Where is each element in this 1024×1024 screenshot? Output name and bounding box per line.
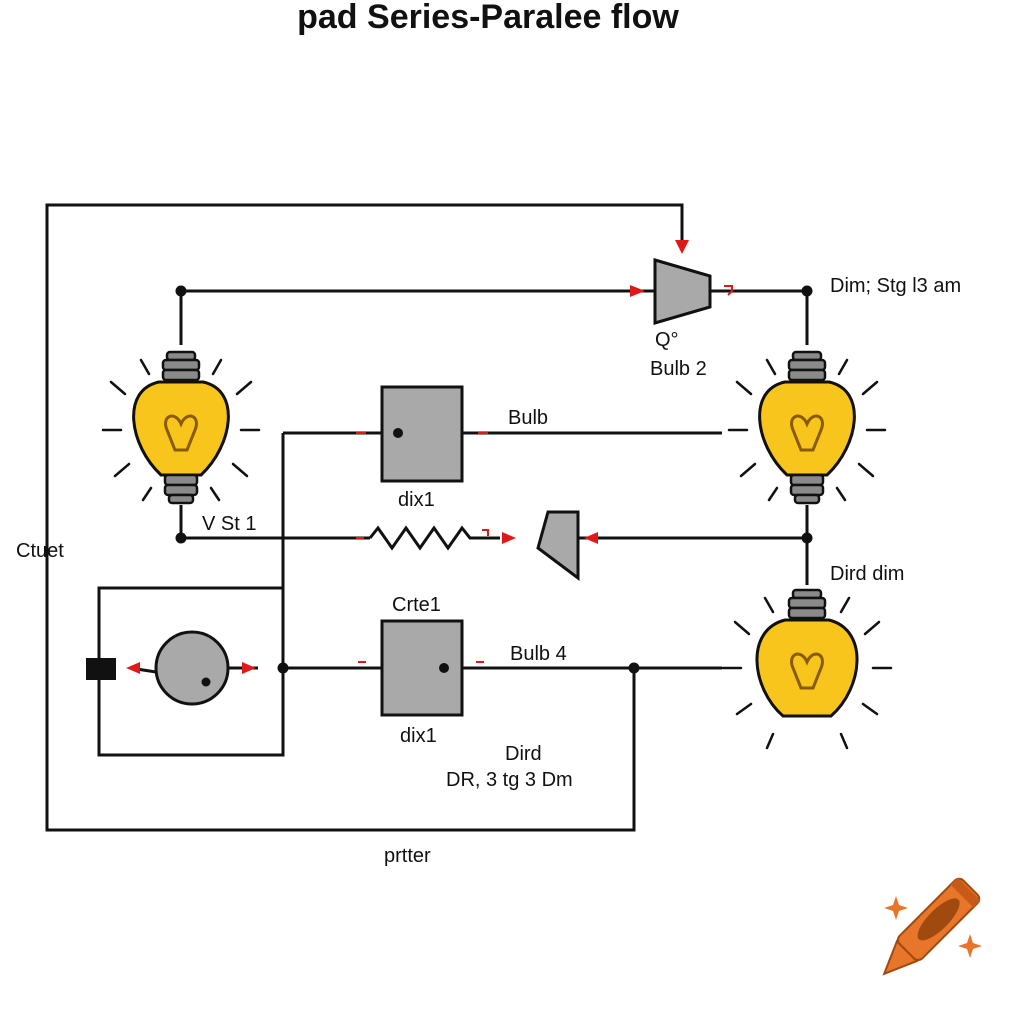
top-branch-wire bbox=[175, 285, 813, 345]
label-vst1: V St 1 bbox=[202, 513, 256, 535]
lower-branch-wire bbox=[283, 661, 722, 674]
label-ctuet: Ctuet bbox=[16, 540, 64, 562]
label-bulb4: Bulb 4 bbox=[510, 643, 567, 665]
label-top-right: Dim; Stg l3 am bbox=[830, 275, 961, 297]
source-loop bbox=[86, 586, 285, 757]
resistor-row bbox=[181, 510, 807, 581]
label-dr-line: DR, 3 tg 3 Dm bbox=[446, 769, 573, 791]
label-dix1-lower: dix1 bbox=[400, 725, 437, 747]
lower-middle-box bbox=[380, 619, 464, 717]
label-bulb2: Bulb 2 bbox=[650, 358, 707, 380]
bulb-icon-left bbox=[101, 350, 261, 505]
label-dird: Dird bbox=[505, 743, 542, 765]
label-bulb: Bulb bbox=[508, 407, 548, 429]
outer-loop-wire bbox=[45, 203, 689, 832]
bulb-icon-right-upper bbox=[727, 350, 887, 505]
bulb-icon-right-lower bbox=[721, 588, 893, 750]
label-q-mark: Q° bbox=[655, 329, 679, 351]
sparkle-icon bbox=[884, 896, 982, 958]
label-dix1-upper: dix1 bbox=[398, 489, 435, 511]
label-dird-dim: Dird dim bbox=[830, 563, 904, 585]
label-crte1: Crte1 bbox=[392, 594, 441, 616]
top-trapezoid-component bbox=[653, 258, 712, 325]
middle-wires bbox=[175, 431, 813, 674]
crayon-logo-icon bbox=[882, 877, 981, 976]
upper-middle-box bbox=[380, 385, 464, 483]
label-prtter: prtter bbox=[384, 845, 431, 867]
diagram-title: pad Series-Paralee flow bbox=[297, 0, 679, 36]
